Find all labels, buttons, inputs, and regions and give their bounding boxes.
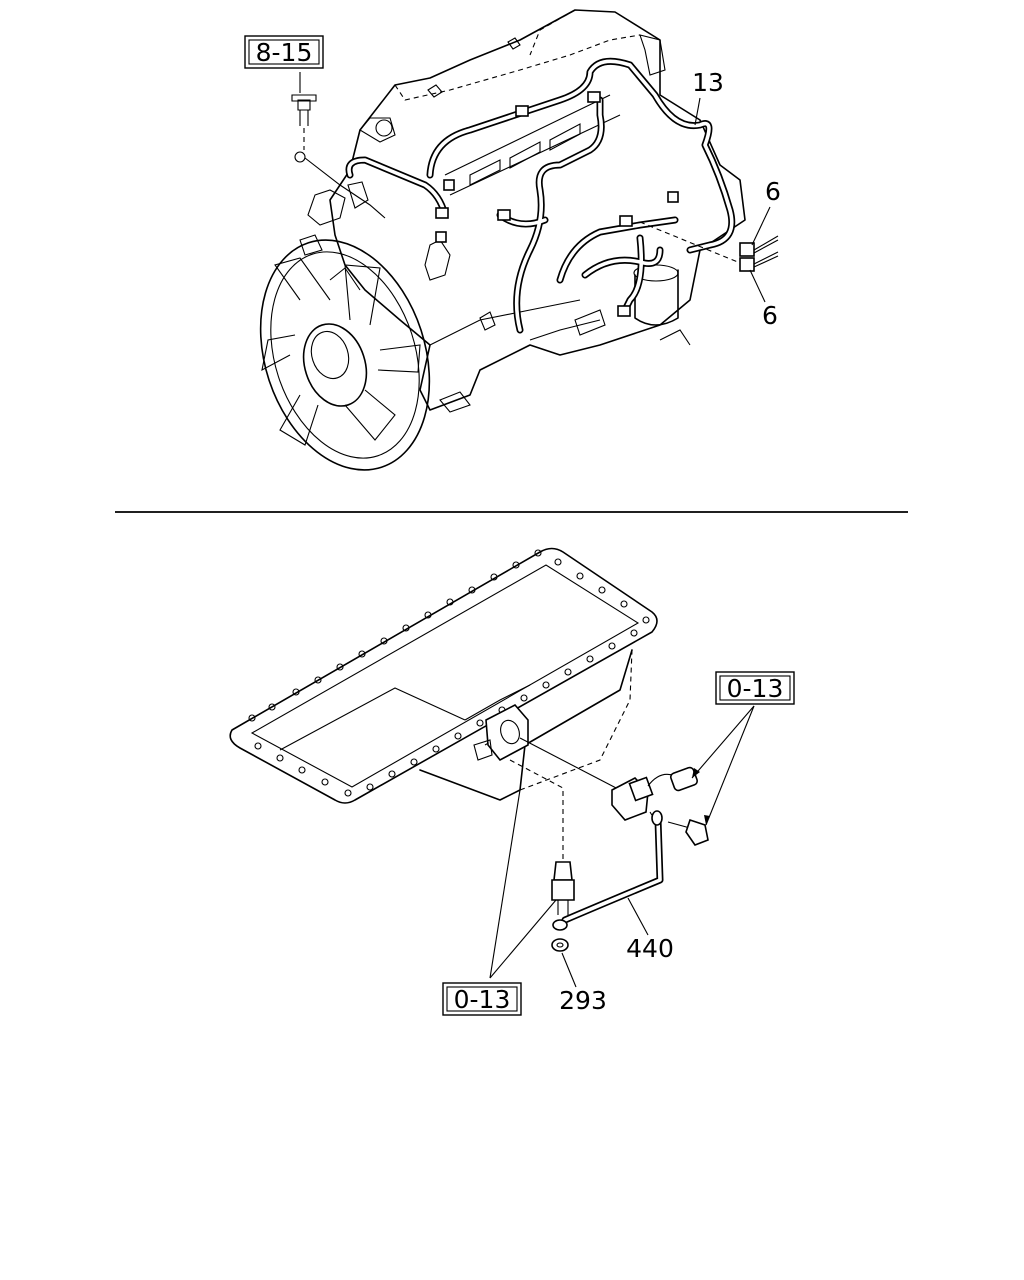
flange-bolt-holes xyxy=(248,549,650,797)
fan xyxy=(259,239,431,471)
wiring-harness xyxy=(345,57,736,334)
ref-box-0-13-sensor xyxy=(715,671,795,705)
ref-label-0-13-plug: 0-13 xyxy=(454,985,511,1014)
sensor-cable xyxy=(552,810,664,931)
oil-pan-view: 0-13 0-13 440 293 xyxy=(229,547,795,1016)
callout-293: 293 xyxy=(559,986,607,1015)
callout-440: 440 xyxy=(626,934,674,963)
ref-box-0-13-plug xyxy=(442,982,522,1016)
ground-bolt xyxy=(291,72,386,219)
callout-6-bottom: 6 xyxy=(762,301,778,330)
callout-6-top: 6 xyxy=(765,177,781,206)
ref-box-8-15 xyxy=(244,35,324,69)
drain-plug xyxy=(509,759,575,952)
callout-13: 13 xyxy=(692,68,724,97)
oil-level-sensor xyxy=(519,737,709,846)
ref-label-0-13-sensor: 0-13 xyxy=(727,674,784,703)
engine-block xyxy=(299,9,746,413)
engine-view: 8-15 13 6 6 xyxy=(244,9,781,471)
ref-label-8-15: 8-15 xyxy=(256,38,313,67)
oil-pan xyxy=(229,547,658,804)
connector-pair xyxy=(639,221,779,272)
